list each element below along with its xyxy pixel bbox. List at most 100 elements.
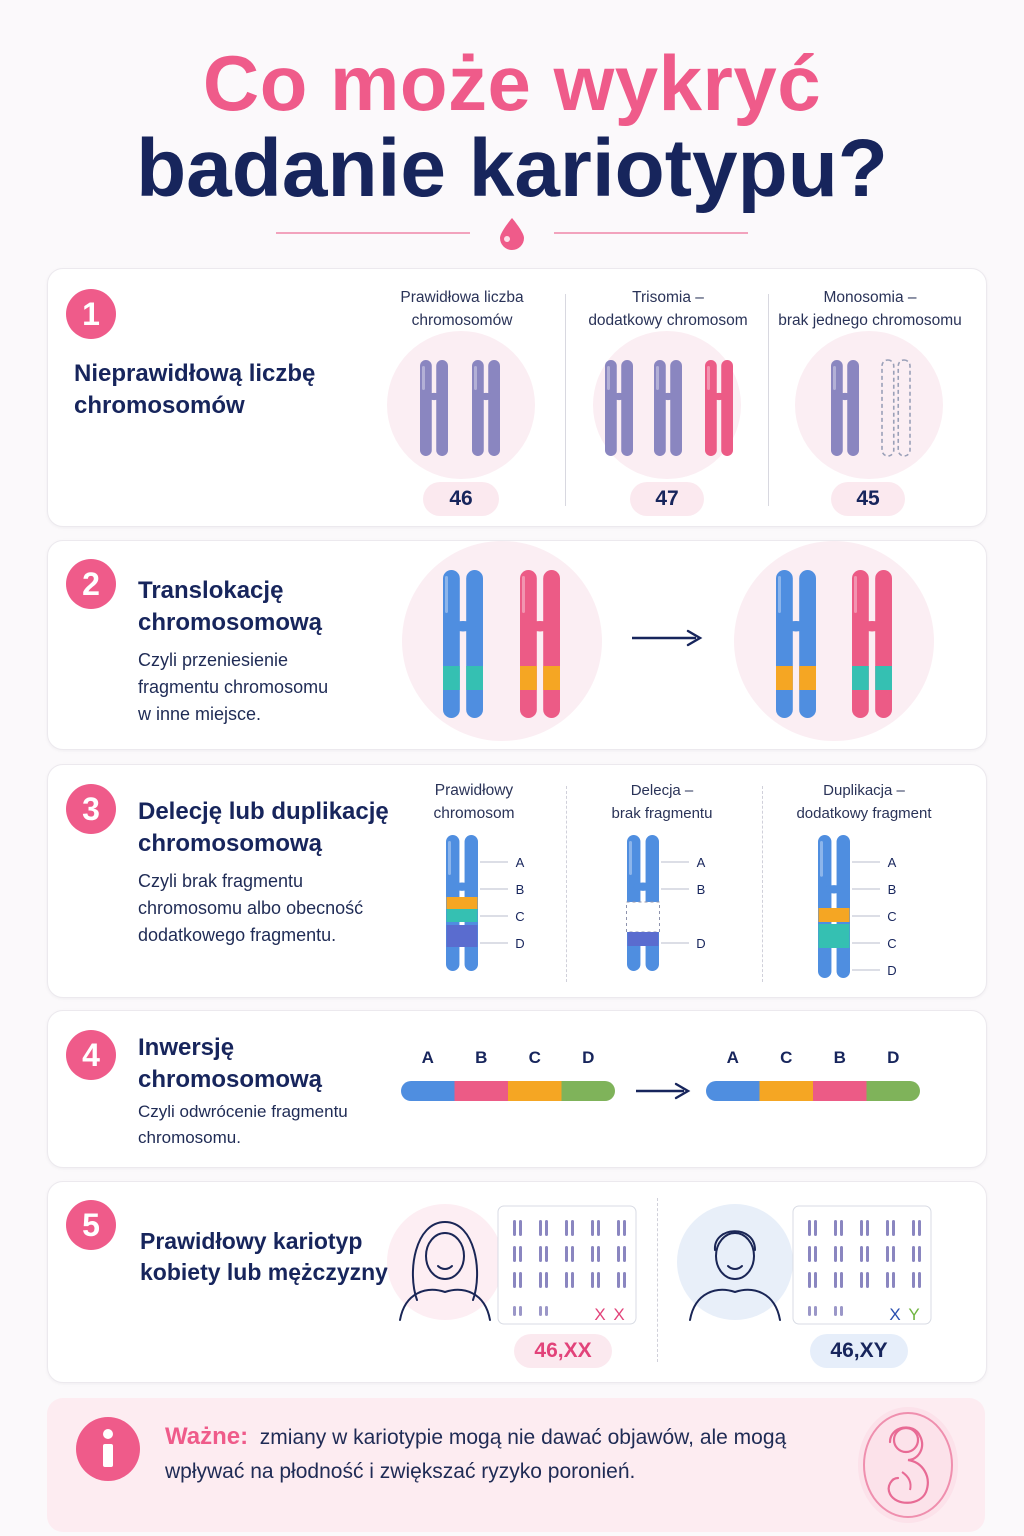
- band: [799, 666, 816, 690]
- mini-chromosome: [866, 1220, 869, 1236]
- chromatid-right: [847, 360, 859, 456]
- chromosome-missing-outline: [881, 359, 911, 457]
- fetus-icon: [858, 1407, 958, 1523]
- sex-chromosome-label: X: [889, 1305, 900, 1324]
- segment-B: [454, 1081, 508, 1101]
- mini-chromosome: [591, 1272, 594, 1288]
- centromere: [710, 392, 728, 401]
- segment-label: D: [887, 963, 896, 978]
- segment-B: [813, 1081, 867, 1101]
- arrow-head: [686, 629, 703, 647]
- info-text: Ważne: zmiany w kariotypie mogą nie dawa…: [165, 1420, 855, 1489]
- mini-chromosome: [808, 1246, 811, 1262]
- mini-chromosome: [808, 1272, 811, 1288]
- segment-label: C: [515, 909, 524, 924]
- centromere: [527, 621, 553, 632]
- segment-letter: B: [475, 1048, 487, 1067]
- band: [543, 666, 560, 690]
- mini-chromosome: [591, 1246, 594, 1262]
- chromatid-left: [420, 360, 432, 456]
- segment-letter: B: [834, 1048, 846, 1067]
- avatar-bg: [677, 1204, 793, 1320]
- highlight: [607, 366, 610, 390]
- info-card: [47, 1398, 985, 1532]
- centromere: [477, 392, 495, 401]
- highlight: [707, 366, 710, 390]
- segment-label: C: [887, 936, 896, 951]
- mini-chromosome: [886, 1246, 889, 1262]
- s3-caption-deletion: Delecja –brak fragmentu: [611, 782, 713, 822]
- mini-chromosome: [545, 1246, 548, 1262]
- mini-chromosome: [545, 1272, 548, 1288]
- mini-chromosome: [866, 1272, 869, 1288]
- mini-chromosome: [539, 1272, 542, 1288]
- centromere: [783, 621, 809, 632]
- chromatid-right: [621, 360, 633, 456]
- mini-chromosome: [912, 1246, 915, 1262]
- s1-caption-monosomy: Monosomia –brak jednego chromosomu: [778, 289, 962, 329]
- highlight: [820, 841, 823, 877]
- segment-C: [759, 1081, 813, 1101]
- mini-chromosome: [591, 1220, 594, 1236]
- mini-chromosome: [814, 1246, 817, 1262]
- count-45-badge: 45: [831, 482, 905, 516]
- sex-chromosome-label: X: [613, 1305, 624, 1324]
- arrow-head: [674, 1082, 691, 1100]
- band: [852, 666, 869, 690]
- chromosome-purple: [831, 360, 859, 456]
- mini-chromosome: [892, 1220, 895, 1236]
- mini-chromosome: [565, 1220, 568, 1236]
- shoulders: [399, 1288, 491, 1321]
- shoulders: [689, 1288, 781, 1321]
- face: [425, 1232, 465, 1280]
- mini-chromosome: [834, 1246, 837, 1262]
- chromosome-pink-teal-band: [852, 570, 892, 718]
- info-label: Ważne:: [165, 1423, 249, 1450]
- mini-chromosome: [571, 1272, 574, 1288]
- segment-label: B: [888, 882, 897, 897]
- chromosome-duplication: [818, 835, 850, 978]
- highlight: [422, 366, 425, 390]
- sex-chromosome-label: X: [594, 1305, 605, 1324]
- mini-chromosome: [597, 1246, 600, 1262]
- centromere: [425, 392, 443, 401]
- band: [466, 666, 483, 690]
- mini-chromosome: [617, 1272, 620, 1288]
- mini-chromosome: [545, 1220, 548, 1236]
- centromere: [836, 392, 854, 401]
- mini-chromosome: [912, 1272, 915, 1288]
- mini-chromosome: [918, 1272, 921, 1288]
- mini-chromosome: [834, 1306, 837, 1316]
- chromatid-left: [605, 360, 617, 456]
- segment-fill: [716, 1081, 760, 1101]
- highlight: [833, 366, 836, 390]
- segment-label: B: [697, 882, 706, 897]
- mini-chromosome: [808, 1306, 811, 1316]
- mini-chromosome: [617, 1220, 620, 1236]
- band: [818, 908, 850, 922]
- segment-fill: [411, 1081, 455, 1101]
- chromosome-deletion: [626, 835, 660, 971]
- segment-label: A: [516, 855, 525, 870]
- male-karyotype-badge: 46,XY: [810, 1334, 908, 1368]
- mini-chromosome: [597, 1220, 600, 1236]
- chromosome-purple: [654, 360, 682, 456]
- chromatid-right: [897, 359, 911, 457]
- centromere: [859, 621, 885, 632]
- mini-chromosome: [513, 1306, 516, 1316]
- chromosome-extra-pink: [705, 360, 733, 456]
- mini-chromosome: [834, 1272, 837, 1288]
- chromosome-bar-before: [401, 1081, 615, 1101]
- highlight: [854, 576, 857, 613]
- sex-chromosome-label: Y: [908, 1305, 919, 1324]
- mini-chromosome: [918, 1220, 921, 1236]
- chromosome-purple: [420, 360, 448, 456]
